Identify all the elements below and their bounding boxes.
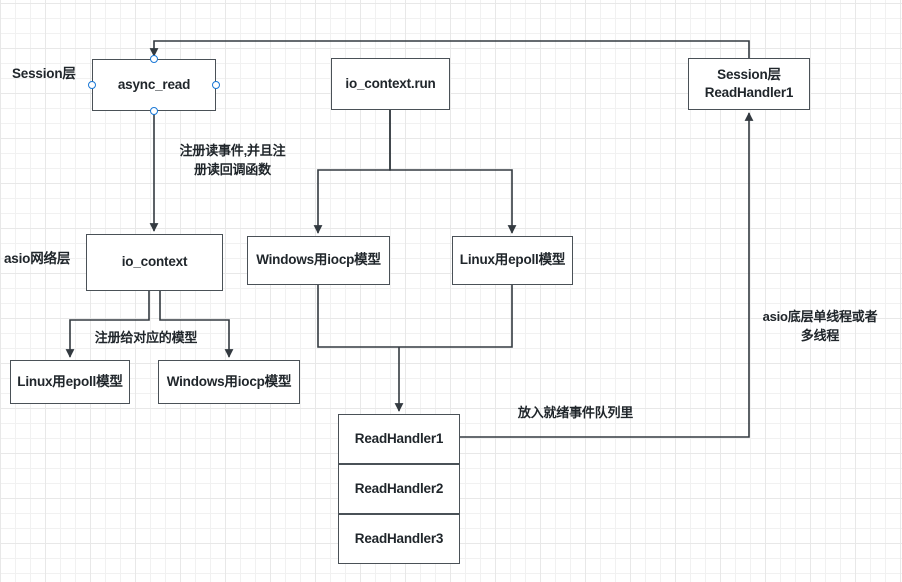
node-windows-iocp-middle[interactable]: Windows用iocp模型 <box>247 236 390 285</box>
node-session-read-handler1[interactable]: Session层 ReadHandler1 <box>688 58 810 110</box>
node-read-handler2[interactable]: ReadHandler2 <box>338 464 460 514</box>
lane-label-asio-network-layer: asio网络层 <box>4 251 71 266</box>
port-async-read-bottom[interactable] <box>150 107 158 115</box>
lane-label-session-layer: Session层 <box>12 66 76 81</box>
node-async-read[interactable]: async_read <box>92 59 216 111</box>
edge-label-register-read-event: 注册读事件,并且注 册读回调函数 <box>179 143 286 177</box>
edge-session-handler-to-async-read <box>149 40 750 58</box>
edge-windows-iocp-mid-down <box>317 285 399 348</box>
node-read-handler1[interactable]: ReadHandler1 <box>338 414 460 464</box>
node-io-context[interactable]: io_context <box>86 234 223 291</box>
edge-label-asio-thread-note: asio底层单线程或者 多线程 <box>762 309 878 343</box>
edge-run-to-windows-iocp <box>313 110 391 234</box>
edge-label-put-into-ready-queue: 放入就绪事件队列里 <box>517 405 634 420</box>
edge-linux-epoll-mid-down <box>399 285 513 348</box>
node-read-handler3[interactable]: ReadHandler3 <box>338 514 460 564</box>
edge-label-register-to-model: 注册给对应的模型 <box>94 330 198 345</box>
port-async-read-top[interactable] <box>150 55 158 63</box>
edge-run-to-linux-epoll <box>389 110 517 234</box>
node-io-context-run[interactable]: io_context.run <box>331 58 450 110</box>
port-async-read-right[interactable] <box>212 81 220 89</box>
port-async-read-left[interactable] <box>88 81 96 89</box>
node-linux-epoll-middle[interactable]: Linux用epoll模型 <box>452 236 573 285</box>
node-linux-epoll-bottom[interactable]: Linux用epoll模型 <box>10 360 130 404</box>
node-windows-iocp-bottom[interactable]: Windows用iocp模型 <box>158 360 300 404</box>
